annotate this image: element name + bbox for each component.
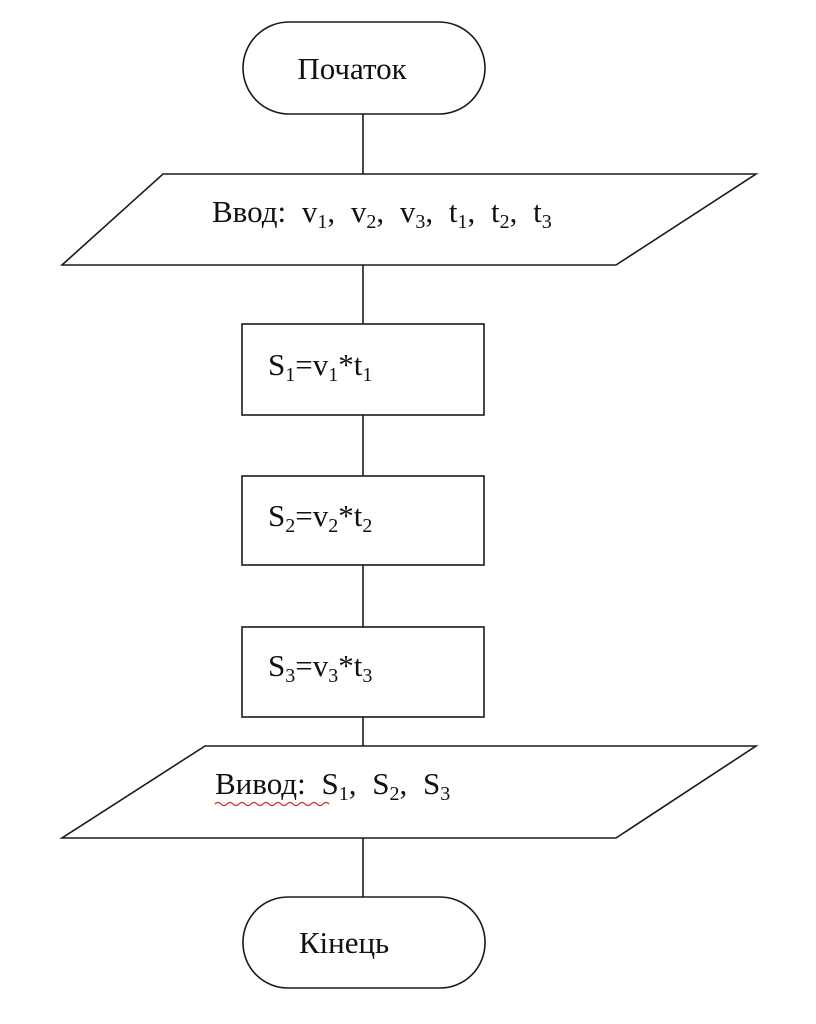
equals-sign: = [295,648,312,683]
operator: * [338,648,354,683]
output-var-sep: , [399,766,407,801]
output-label: Вивод: S1, S2, S3 [215,766,450,805]
lhs: S [268,347,285,382]
output-var-base: S [321,766,338,801]
lhs-sub: 2 [285,515,295,537]
process-label-1: S1=v1*t1 [268,347,372,386]
input-var-base: v [302,194,318,229]
input-var-sep: , [510,194,518,229]
operand-b: t [354,498,363,533]
input-var-base: t [449,194,458,229]
input-var-sub: 3 [542,211,552,233]
operand-b-sub: 3 [362,665,372,687]
output-var-base: S [423,766,440,801]
operand-b: t [354,648,363,683]
operand-b-sub: 2 [362,515,372,537]
end-label: Кінець [299,925,389,960]
input-var-sub: 3 [415,211,425,233]
operator: * [338,498,354,533]
output-parallelogram-shape [59,745,759,839]
process-box-1 [241,323,485,416]
lhs: S [268,648,285,683]
input-var-sep: , [425,194,433,229]
output-keyword: Вивод: [215,766,306,801]
output-var-sub: 3 [440,783,450,805]
equals-sign: = [295,498,312,533]
output-node: Вивод: S1, S2, S3 [59,745,759,839]
input-parallelogram-shape [59,173,759,266]
input-node: Ввод: v1, v2, v3, t1, t2, t3 [59,173,759,266]
equals-sign: = [295,347,312,382]
operand-a-sub: 2 [328,515,338,537]
input-var-base: t [533,194,542,229]
operand-a: v [313,498,329,533]
output-var-sub: 1 [339,783,349,805]
input-var-sub: 1 [317,211,327,233]
input-var-sub: 2 [366,211,376,233]
input-keyword: Ввод: [212,194,286,229]
start-terminator-shape [242,21,486,115]
output-var-base: S [372,766,389,801]
end-node: Кінець [242,896,486,989]
operand-a-sub: 1 [328,364,338,386]
input-var-base: v [351,194,367,229]
process-step-2: S2=v2*t2 [241,475,485,566]
input-label: Ввод: v1, v2, v3, t1, t2, t3 [212,194,552,233]
lhs-sub: 3 [285,665,295,687]
input-var-sep: , [376,194,384,229]
output-var-sep: , [349,766,357,801]
process-label-2: S2=v2*t2 [268,498,372,537]
spellcheck-underline [214,801,330,807]
process-step-1: S1=v1*t1 [241,323,485,416]
operand-a-sub: 3 [328,665,338,687]
process-label-3: S3=v3*t3 [268,648,372,687]
operand-a: v [313,347,329,382]
input-var-sub: 1 [457,211,467,233]
operand-b: t [354,347,363,382]
operator: * [338,347,354,382]
process-step-3: S3=v3*t3 [241,626,485,718]
input-var-base: v [400,194,416,229]
operand-b-sub: 1 [362,364,372,386]
end-terminator-shape [242,896,486,989]
output-var-sub: 2 [389,783,399,805]
process-box-3 [241,626,485,718]
lhs-sub: 1 [285,364,295,386]
lhs: S [268,498,285,533]
start-label: Початок [297,51,407,86]
input-var-sep: , [327,194,335,229]
input-var-sep: , [467,194,475,229]
process-box-2 [241,475,485,566]
input-var-sub: 2 [500,211,510,233]
input-var-base: t [491,194,500,229]
operand-a: v [313,648,329,683]
start-node: Початок [242,21,486,115]
